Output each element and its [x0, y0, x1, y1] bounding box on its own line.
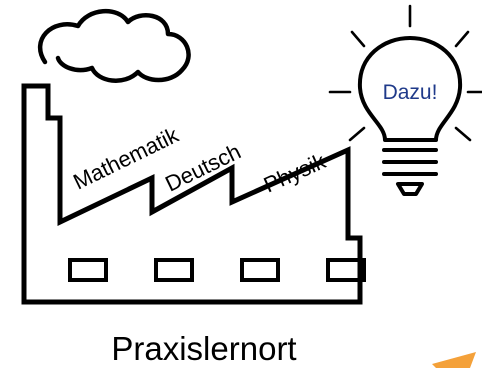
lightbulb-icon: Dazu!	[328, 4, 482, 196]
subject-label-physik: Physik	[260, 148, 330, 198]
arrow-accent-icon	[432, 352, 476, 368]
smoke-icon	[37, 8, 191, 83]
bulb-ray	[348, 126, 366, 142]
factory-window-2	[154, 258, 194, 282]
factory-window-1	[68, 258, 108, 282]
factory-window-4	[326, 258, 366, 282]
factory-icon: Mathematik Deutsch Physik	[21, 8, 366, 305]
bulb-text: Dazu!	[383, 81, 438, 104]
caption: Praxislernort	[111, 330, 296, 367]
factory-window-3	[240, 258, 280, 282]
factory-outline	[21, 83, 363, 305]
bulb-tip	[396, 182, 424, 196]
bulb-ray	[454, 126, 472, 142]
bulb-glass	[357, 36, 463, 142]
bulb-ray	[454, 30, 470, 48]
bulb-ray	[350, 30, 366, 48]
